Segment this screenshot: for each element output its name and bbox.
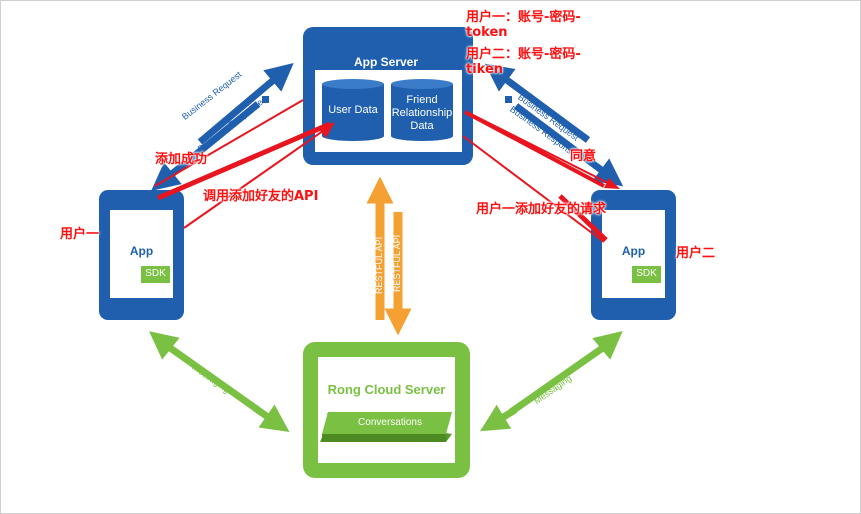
red-line-thick [157,121,331,201]
left-business-request-arrow [197,62,294,145]
user2-label: 用户二 [676,246,716,261]
user-data-db [322,79,384,141]
left-sdk-label: SDK [145,268,166,279]
user1-credentials-line1: 用户一：账号-密码- [466,10,581,25]
right-business-response-arrow [513,103,624,187]
restful-api-label-left: RESTFUL API [374,236,384,294]
right-sdk-label: SDK [636,268,657,279]
red-line-thick-right [464,110,605,188]
call-add-friend-api-label: 调用添加好友的API [203,189,319,204]
friend-label-line1: Friend [406,94,438,106]
user2-credentials-line2: tiken [466,62,504,77]
conversations-label: Conversations [358,417,422,428]
right-business-request-arrow [484,63,591,143]
app-server-title: App Server [354,55,419,69]
user1-label: 用户一 [60,227,100,242]
red-line-add-success [154,99,304,187]
friend-relationship-label: Friend Relationship Data [391,94,453,133]
friend-label-line2: Relationship [391,107,453,119]
rong-cloud-title: Rong Cloud Server [327,382,446,397]
right-sdk-chip [632,266,661,283]
left-messaging-arrow-b [253,404,290,432]
red-line-call-api [183,125,331,229]
agree-label: 同意 [570,149,597,164]
user-data-label: User Data [328,104,378,116]
rong-cloud-inner [318,357,455,463]
right-phone-screen [602,210,665,298]
red-line-request [462,135,605,243]
right-app-label: App [621,244,646,258]
red-line-request-thick [558,194,608,242]
user2-credentials-line1: 用户二：账号-密码- [466,47,581,62]
friend-relationship-db [391,79,453,141]
left-business-response-arrow [151,101,261,191]
left-phone-screen [110,210,173,298]
add-success-label: 添加成功 [155,152,208,167]
conversations-platform [320,412,452,442]
left-app-label: App [129,244,154,258]
restful-api-label-right: RESTFUL API [392,234,402,292]
user1-add-request-label: 用户一添加好友的请求 [476,202,607,217]
right-messaging-arrow-b [480,404,517,432]
left-sdk-chip [141,266,170,283]
user1-credentials-line2: token [466,25,508,40]
friend-label-line3: Data [410,120,434,132]
